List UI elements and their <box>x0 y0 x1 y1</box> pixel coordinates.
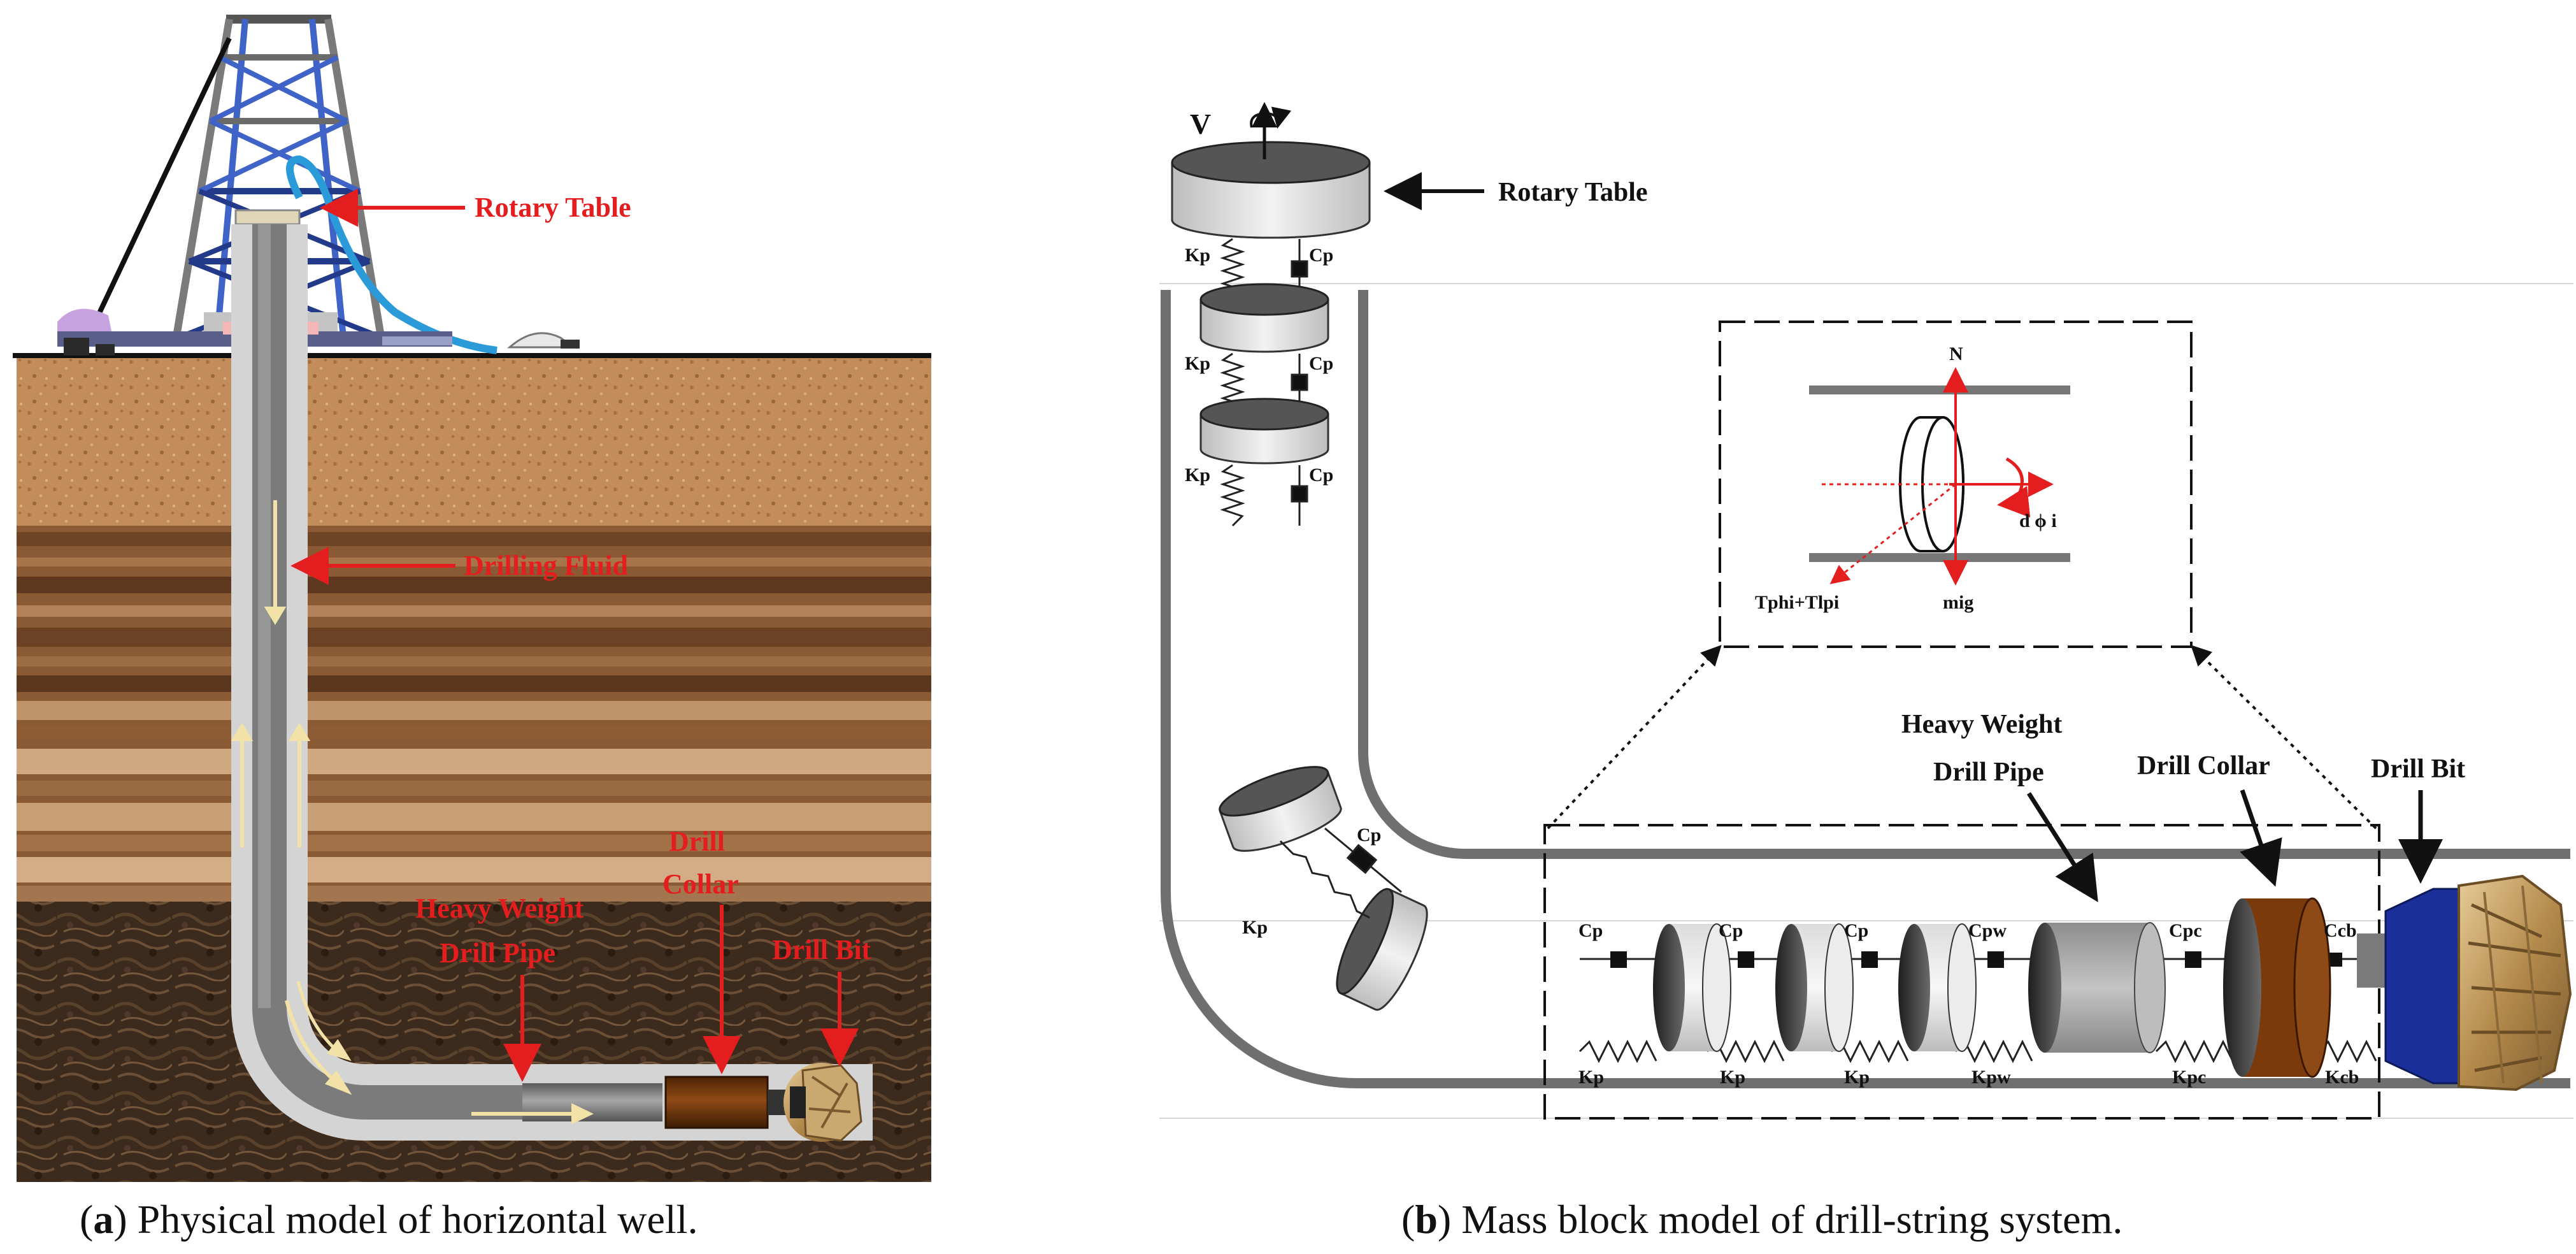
label-hwdp-b-line1: Heavy Weight <box>1901 710 2062 739</box>
symbol-kp-b3: Kp <box>1844 1067 1870 1088</box>
symbol-normal-force: N <box>1949 343 1963 364</box>
caption-b: (b) Mass block model of drill-string sys… <box>1401 1197 2122 1242</box>
symbol-kpc: Kpc <box>2172 1067 2206 1088</box>
rotary-table-disk <box>1171 141 1371 239</box>
label-hwdp-b-line2: Drill Pipe <box>1933 758 2044 787</box>
derrick <box>57 15 580 356</box>
rotation-arrow-top <box>1250 106 1292 129</box>
well-wall-inner <box>1358 290 2570 859</box>
inset-element-drawing <box>1809 367 2070 586</box>
symbol-cp-3: Cp <box>1309 465 1333 486</box>
symbol-kp-1: Kp <box>1185 245 1210 266</box>
symbol-gravity: mig <box>1943 592 1973 613</box>
element-detail-inset <box>1719 321 2193 648</box>
curve-spring-damper <box>1279 827 1402 919</box>
label-collar-a-line1: Drill <box>669 826 725 857</box>
label-rotary-table-a: Rotary Table <box>475 192 631 223</box>
symbol-cp-b1: Cp <box>1578 920 1603 941</box>
hwdp-b-pointer <box>2027 792 2098 902</box>
drill-collar <box>664 1076 769 1129</box>
symbol-cpw: Cpw <box>1968 920 2007 941</box>
symbol-cpc: Cpc <box>2169 920 2202 941</box>
bha-drill-bit <box>2357 874 2572 1092</box>
panel-b-mass-block-model: V Rotary Table Kp Cp Kp <box>1159 102 2573 1120</box>
label-collar-a-line2: Collar <box>662 868 739 900</box>
symbol-kpw: Kpw <box>1971 1067 2011 1088</box>
symbol-cp-2: Cp <box>1309 353 1333 374</box>
symbol-rotation: d ϕ i <box>2019 510 2057 531</box>
symbol-kcb: Kcb <box>2325 1067 2359 1088</box>
caption-a: (a) Physical model of horizontal well. <box>80 1197 698 1242</box>
bha-hwdp-cylinder <box>2028 922 2166 1053</box>
collar-b-pointer <box>2240 789 2282 887</box>
symbol-kp-b2: Kp <box>1720 1067 1745 1088</box>
symbol-kp-b1: Kp <box>1578 1067 1604 1088</box>
symbol-cp-curve: Cp <box>1357 825 1381 846</box>
label-drilling-fluid: Drilling Fluid <box>464 550 628 581</box>
label-hwdp-a-line2: Drill Pipe <box>440 937 555 969</box>
symbol-cp-b2: Cp <box>1719 920 1743 941</box>
label-velocity: V <box>1190 108 1211 140</box>
bha-drill-collar <box>2223 897 2331 1078</box>
soil-layer-sand <box>17 357 931 526</box>
bha-disk-1 <box>1653 923 1731 1052</box>
well-wall-outer <box>1161 290 2570 1088</box>
label-rotary-table-b: Rotary Table <box>1498 178 1648 207</box>
symbol-ccb: Ccb <box>2324 920 2357 941</box>
inset-connector-left <box>1547 645 1722 830</box>
bha-disk-3 <box>1898 923 1977 1052</box>
inset-connector-right <box>2191 645 2377 830</box>
label-hwdp-a-line1: Heavy Weight <box>415 893 584 924</box>
bha-dampers <box>1610 951 2342 968</box>
curve-disk-2 <box>1336 888 1428 1011</box>
panel-a-physical-model: Rotary Table Drilling Fluid Heavy Weight… <box>13 15 931 1182</box>
soil-layer-strata <box>17 526 931 902</box>
label-drill-collar-b: Drill Collar <box>2137 751 2270 781</box>
label-drill-bit-a: Drill Bit <box>772 934 871 965</box>
label-drill-bit-b: Drill Bit <box>2371 754 2465 784</box>
symbol-cp-1: Cp <box>1309 245 1333 266</box>
symbol-cp-b3: Cp <box>1844 920 1868 941</box>
symbol-torque: Tphi+Tlpi <box>1755 592 1839 613</box>
curve-disk-1 <box>1219 766 1342 852</box>
symbol-kp-2: Kp <box>1185 353 1210 374</box>
vertical-disk-1 <box>1199 283 1329 353</box>
drill-bit-a <box>784 1063 862 1142</box>
vertical-disk-2 <box>1199 398 1329 465</box>
symbol-kp-curve: Kp <box>1242 917 1268 938</box>
drill-pipe-vertical <box>252 224 535 1120</box>
flow-arrows <box>231 500 594 1125</box>
symbol-kp-3: Kp <box>1185 465 1210 486</box>
bha-disk-2 <box>1775 923 1854 1052</box>
vertical-spring-damper-chain <box>1220 238 1308 527</box>
